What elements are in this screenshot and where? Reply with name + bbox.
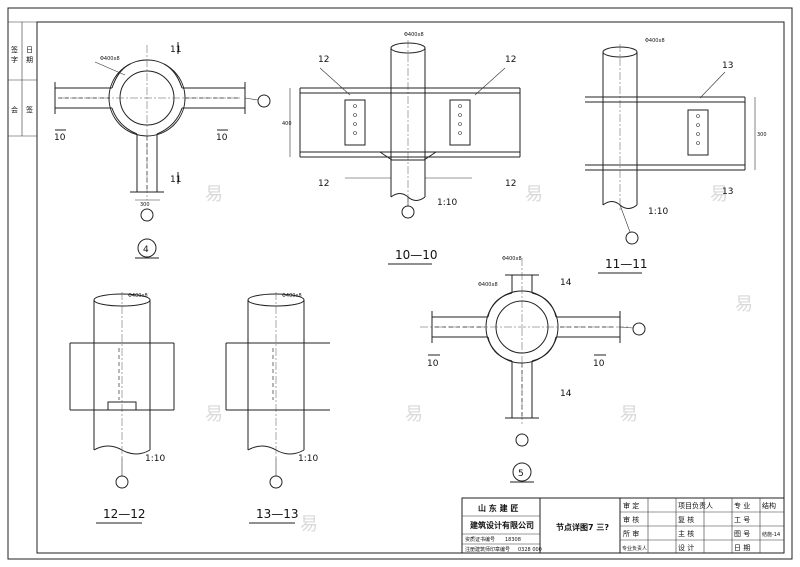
watermark: 易 — [205, 404, 223, 425]
scale-label: 1:10 — [648, 207, 668, 217]
dimension-label: 300 — [757, 132, 767, 138]
tb-cell: 结施-14 — [762, 531, 780, 538]
tb-cell: 专 业 — [734, 501, 750, 510]
tb-cell: 设 计 — [678, 543, 694, 552]
tb-cell: 结构 — [762, 501, 776, 510]
pipe-spec: Φ400x8 — [100, 56, 120, 62]
section-mark: 11 — [170, 175, 181, 185]
section-mark: 13 — [722, 61, 733, 71]
bolt-group — [353, 104, 462, 135]
tb-cell: 审 核 — [623, 515, 639, 524]
strip-label: 字 — [11, 55, 18, 64]
cert-label: 资质证书编号 — [465, 536, 495, 543]
pipe-spec: Φ400x8 — [128, 293, 148, 299]
section-mark: 11 — [170, 45, 181, 55]
dimension-label: 400 — [282, 121, 292, 127]
section-10-10: 400 12 12 12 12 Φ400x8 1:10 10—10 — [282, 32, 521, 265]
section-11-11: 300 13 13 Φ400x8 1:10 11—11 — [585, 38, 767, 274]
section-mark: 12 — [318, 55, 329, 65]
section-title: 10—10 — [395, 248, 438, 262]
section-mark: 10 — [593, 359, 605, 369]
strip-label: 会 — [11, 105, 18, 114]
tb-cell: 复 核 — [678, 515, 694, 524]
title-block: 山 东 建 匠 建筑设计有限公司 资质证书编号 18308 注册建筑师印章编号 … — [461, 497, 785, 554]
tb-cell: 项目负责人 — [678, 501, 713, 510]
tb-cell: 专业负责人 — [622, 545, 647, 552]
section-mark: 13 — [722, 187, 733, 197]
tb-cell: 图 号 — [734, 530, 750, 538]
scale-label: 1:10 — [298, 454, 318, 464]
watermark: 易 — [735, 294, 753, 315]
node-number: 4 — [143, 245, 149, 255]
scale-label: 1:10 — [437, 198, 457, 208]
drawing-title: 节点详图7 三? — [556, 522, 609, 532]
section-12-12: Φ400x8 1:10 12—12 — [69, 292, 175, 524]
cert-value-2: 0328 000 — [518, 547, 542, 553]
pipe-spec: Φ400x8 — [282, 293, 302, 299]
section-mark: 10 — [54, 133, 66, 143]
section-mark: 10 — [216, 133, 228, 143]
scale-label: 1:10 — [145, 454, 165, 464]
section-title: 13—13 — [256, 507, 299, 521]
pipe-spec: Φ400x8 — [478, 282, 498, 288]
pipe-spec: Φ400x8 — [645, 38, 665, 44]
watermark: 易 — [300, 514, 318, 535]
bolt-group — [696, 114, 700, 145]
inner-frame — [36, 21, 785, 554]
watermark-layer: 易 易 易 易 易 易 易 易 — [205, 184, 753, 535]
section-mark: 10 — [427, 359, 439, 369]
node-5-plan: 10 10 14 14 Φ400x8 Φ400x8 5 — [420, 256, 646, 483]
strip-label: 签 — [26, 105, 33, 114]
watermark: 易 — [405, 404, 423, 425]
strip-label: 日 — [26, 46, 33, 54]
dimension-label: 300 — [140, 202, 150, 208]
node-number: 5 — [518, 469, 524, 479]
section-title: 11—11 — [605, 257, 648, 271]
section-13-13: Φ400x8 1:10 13—13 — [225, 292, 330, 524]
section-mark: 12 — [505, 179, 516, 189]
watermark: 易 — [710, 184, 728, 205]
pipe-spec: Φ400x8 — [502, 256, 522, 262]
company-name-line1: 山 东 建 匠 — [478, 503, 518, 513]
watermark: 易 — [620, 404, 638, 425]
strip-label: 期 — [26, 56, 33, 64]
section-mark: 12 — [318, 179, 329, 189]
strip-label: 签 — [11, 45, 18, 54]
watermark: 易 — [205, 184, 223, 205]
tb-cell: 所 审 — [623, 529, 639, 538]
node-4-plan: 300 10 10 11 11 Φ400x8 4 — [54, 42, 271, 259]
tb-cell: 工 号 — [734, 516, 750, 524]
section-mark: 12 — [505, 55, 516, 65]
tb-cell: 日 期 — [734, 544, 750, 552]
section-mark: 14 — [560, 278, 572, 288]
left-signature-strip: 签 字 日 期 会 签 — [8, 21, 37, 137]
cert-value: 18308 — [505, 537, 521, 543]
outer-frame — [7, 7, 793, 560]
cert-label-2: 注册建筑师印章编号 — [465, 546, 510, 553]
company-name-line2: 建筑设计有限公司 — [469, 520, 534, 530]
section-mark: 14 — [560, 389, 572, 399]
tb-cell: 审 定 — [623, 501, 639, 510]
section-title: 12—12 — [103, 507, 146, 521]
tb-cell: 主 核 — [678, 529, 694, 538]
watermark: 易 — [525, 184, 543, 205]
pipe-spec: Φ400x8 — [404, 32, 424, 38]
